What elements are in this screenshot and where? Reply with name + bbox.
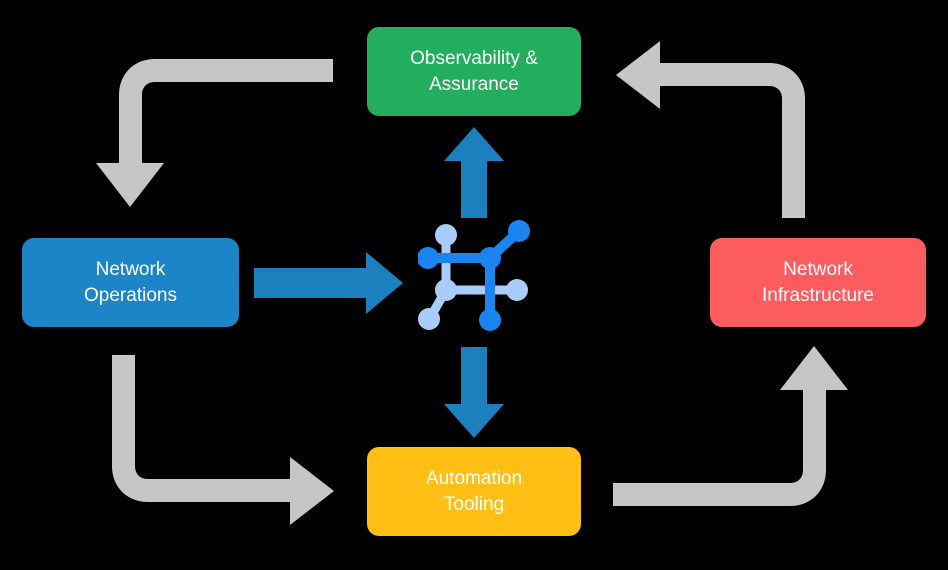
arrow-hub-to-observability bbox=[444, 127, 504, 218]
arrow-automation-tooling-to-network-infrastructure bbox=[613, 346, 848, 506]
arrow-network-operations-to-automation-tooling bbox=[112, 355, 334, 525]
box-observability-assurance[interactable]: Observability & Assurance bbox=[367, 27, 581, 116]
box-network-infrastructure[interactable]: Network Infrastructure bbox=[710, 238, 926, 327]
arrow-network-operations-to-hub bbox=[254, 252, 403, 314]
arrow-observability-to-network-operations bbox=[96, 59, 333, 207]
network-mesh-icon bbox=[418, 220, 530, 331]
arrow-hub-to-automation-tooling bbox=[444, 347, 504, 438]
box-network-operations[interactable]: Network Operations bbox=[22, 238, 239, 327]
arrow-network-infrastructure-to-observability bbox=[616, 41, 805, 218]
box-automation-tooling[interactable]: Automation Tooling bbox=[367, 447, 581, 536]
